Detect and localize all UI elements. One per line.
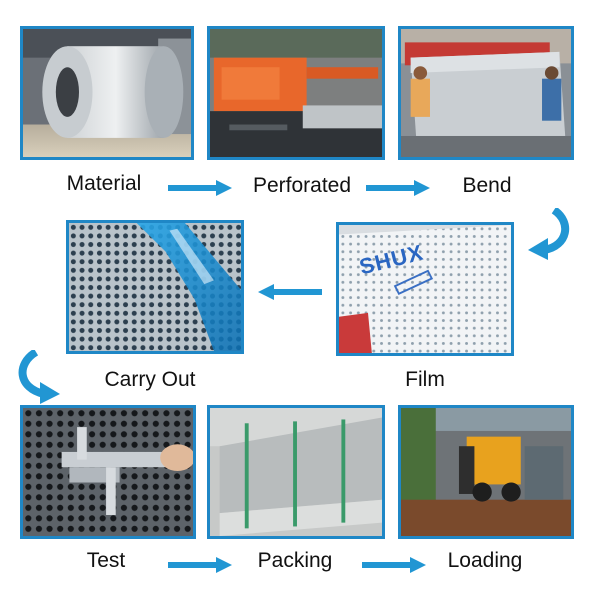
step-label-packing: Packing	[257, 549, 333, 572]
step-label-material: Material	[66, 172, 142, 195]
photo-loading	[398, 405, 574, 539]
arrow-right-1	[168, 180, 232, 196]
photo-carry-out	[66, 220, 244, 354]
step-label-test: Test	[86, 549, 126, 572]
step-label-film: Film	[405, 368, 445, 391]
photo-film: SHUX	[336, 222, 514, 356]
step-label-bend: Bend	[462, 174, 512, 197]
arrow-right-2	[366, 180, 430, 196]
photo-perforated	[207, 26, 385, 160]
step-label-carry-out: Carry Out	[104, 368, 196, 391]
step-label-perforated: Perforated	[252, 174, 352, 197]
curved-arrow-down-left	[16, 350, 64, 404]
photo-packing	[207, 405, 385, 539]
photo-test	[20, 405, 196, 539]
curved-arrow-down-right	[524, 208, 572, 260]
arrow-right-4	[362, 557, 426, 573]
photo-material	[20, 26, 194, 160]
photo-bend	[398, 26, 574, 160]
arrow-right-3	[168, 557, 232, 573]
step-label-loading: Loading	[447, 549, 523, 572]
arrow-left	[258, 284, 322, 300]
